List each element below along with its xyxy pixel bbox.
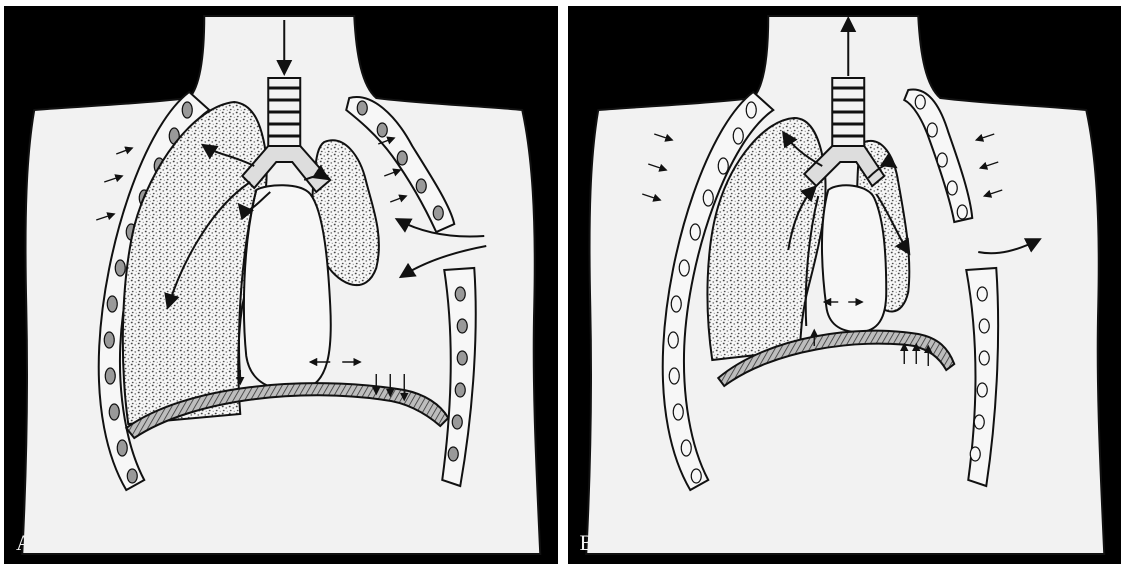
chest-diagram-b <box>568 6 1122 564</box>
panel-label-a: A <box>16 530 33 556</box>
panel-a: A <box>4 6 558 564</box>
heart <box>821 185 885 332</box>
chest-diagram-a <box>4 6 558 564</box>
panel-b: B <box>568 6 1122 564</box>
heart <box>244 185 331 390</box>
panel-label-b: B <box>580 530 596 556</box>
